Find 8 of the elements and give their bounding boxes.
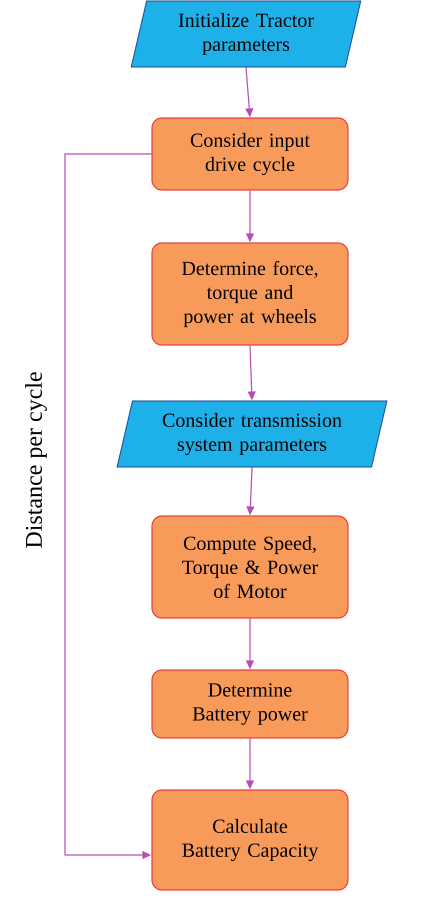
process-box: Determine Battery power xyxy=(151,669,349,739)
process-box: Compute Speed, Torque & Power of Motor xyxy=(151,515,349,619)
process-box: Determine force, torque and power at wheels xyxy=(151,242,349,346)
input-parallelogram: Initialize Tractor parameters xyxy=(130,0,362,68)
edge-label: Distance per cycle xyxy=(25,372,47,548)
input-parallelogram: Consider transmission system parameters xyxy=(116,400,388,468)
process-box: Consider input drive cycle xyxy=(151,117,349,191)
process-box: Calculate Battery Capacity xyxy=(151,789,349,891)
